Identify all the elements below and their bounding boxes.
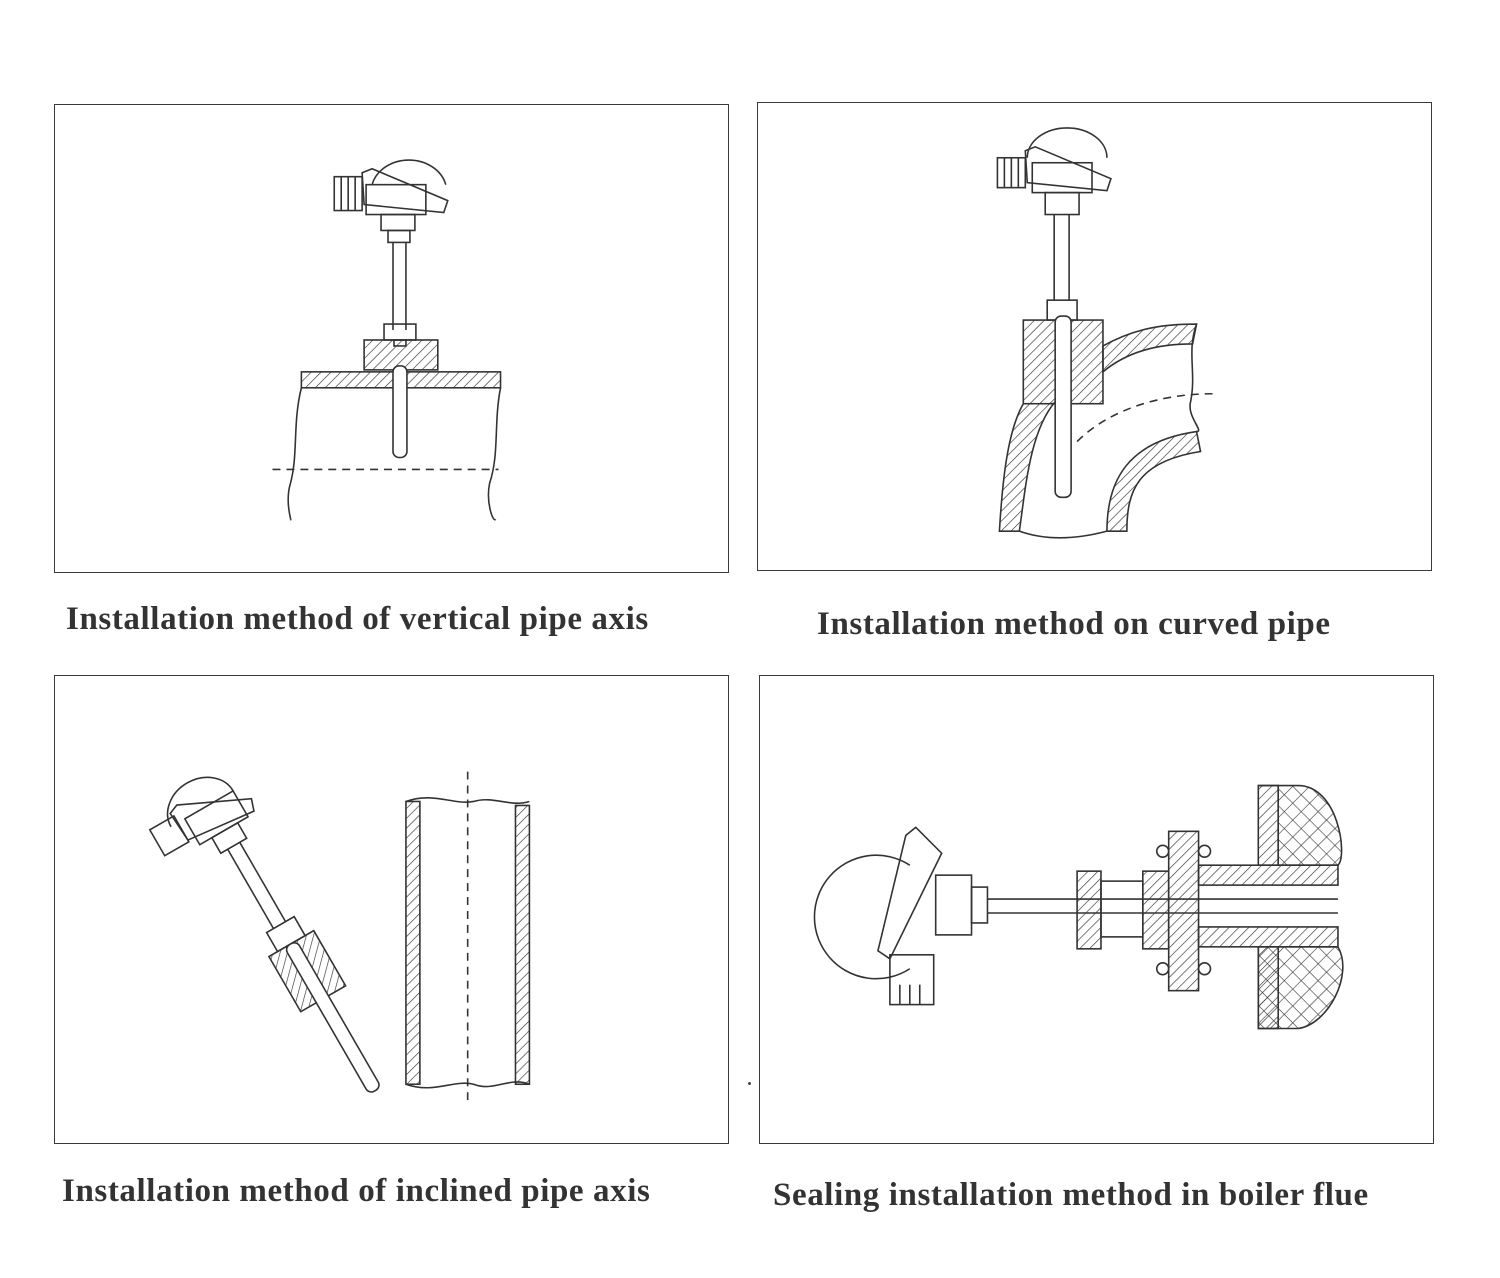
panel-inclined-pipe xyxy=(54,675,729,1144)
inclined-pipe-installation-diagram xyxy=(148,771,531,1105)
panel-curved-pipe xyxy=(757,102,1432,571)
caption-vertical-pipe: Installation method of vertical pipe axi… xyxy=(66,601,649,637)
panel-boiler-flue xyxy=(759,675,1434,1144)
caption-boiler-flue: Sealing installation method in boiler fl… xyxy=(773,1177,1369,1213)
boiler-flue-installation-diagram xyxy=(813,784,1344,1030)
vertical-pipe-installation-diagram xyxy=(272,159,502,521)
caption-inclined-pipe: Installation method of inclined pipe axi… xyxy=(62,1173,651,1209)
panel-vertical-pipe xyxy=(54,104,729,573)
stray-dot xyxy=(748,1082,751,1085)
caption-curved-pipe: Installation method on curved pipe xyxy=(817,606,1331,642)
curved-pipe-installation-diagram xyxy=(996,127,1213,539)
